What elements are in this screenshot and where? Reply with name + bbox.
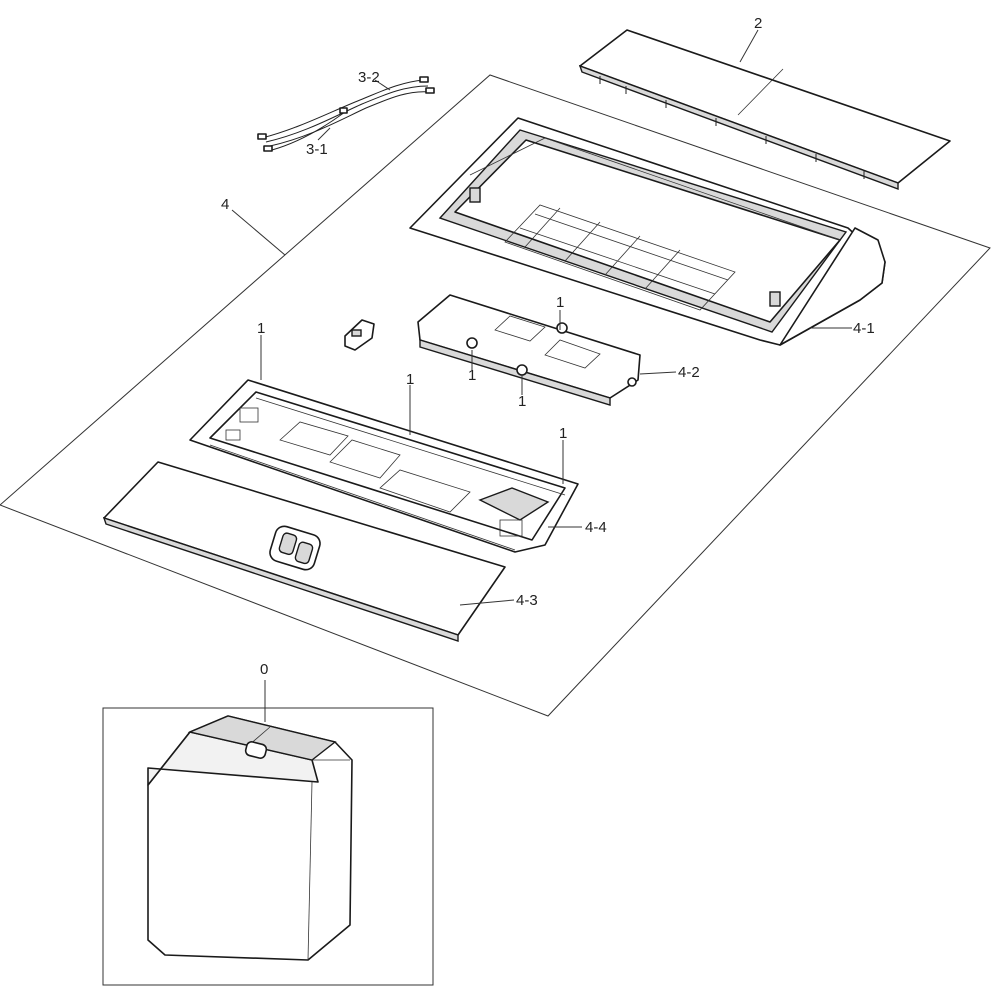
front-cover-panel [102,461,506,642]
connector [344,319,375,351]
wire-harness [257,76,435,152]
callout-4-3: 4-3 [516,592,538,609]
assembly-4-frame [0,74,991,717]
callout-screw-1c: 1 [518,393,526,410]
callout-screw-1b: 1 [468,367,476,384]
callout-4-1: 4-1 [853,320,875,337]
location-inset [102,707,434,986]
callout-4-4: 4-4 [585,519,607,536]
callout-4-2: 4-2 [678,364,700,381]
callout-3-2: 3-2 [358,69,380,86]
callout-screw-1e: 1 [406,371,414,388]
callout-screw-1d: 1 [257,320,265,337]
callout-screw-1a: 1 [556,294,564,311]
top-cover-panel [578,29,951,191]
control-panel-housing [409,117,886,346]
display-frame [189,379,579,553]
leader-lines [231,29,852,722]
pcb-assembly [417,294,641,406]
callout-2: 2 [754,15,762,32]
callout-4: 4 [221,196,229,213]
callout-inset-ref: 0 [260,661,268,678]
callout-3-1: 3-1 [306,141,328,158]
callout-screw-1f: 1 [559,425,567,442]
